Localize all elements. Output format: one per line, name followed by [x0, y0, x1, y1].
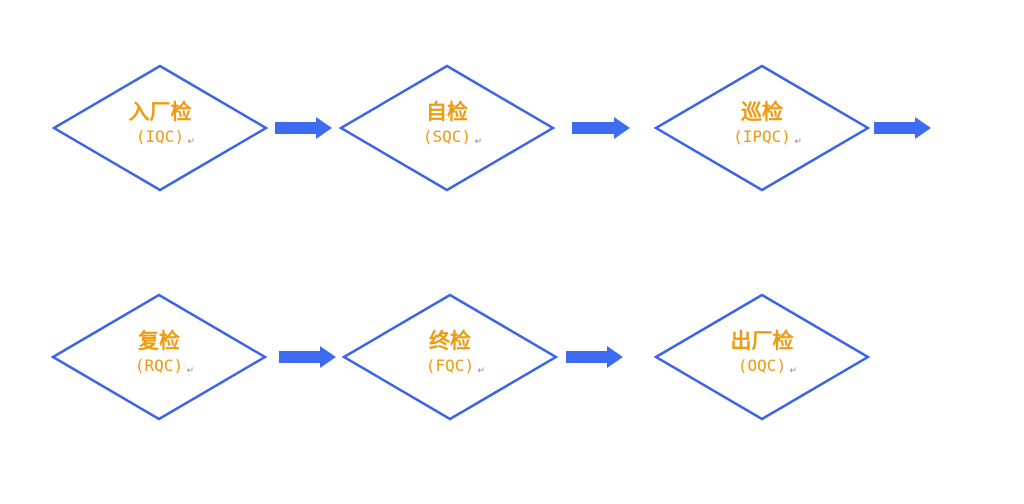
- node-code-ipqc: (IPQC): [733, 127, 791, 146]
- arrow-sqc-to-ipqc: [572, 117, 630, 139]
- diamond-iqc: [51, 64, 269, 192]
- paragraph-mark-rqc: ↵: [187, 366, 195, 376]
- node-title-oqc: 出厂检: [731, 329, 794, 353]
- diamond-ipqc: [653, 64, 871, 192]
- node-title-rqc: 复检: [137, 329, 180, 353]
- node-title-fqc: 终检: [429, 329, 471, 353]
- diamond-sqc: [338, 64, 556, 192]
- arrow-iqc-to-sqc: [275, 117, 332, 139]
- node-code-iqc: (IQC): [136, 127, 184, 146]
- arrow-ipqc-next: [874, 117, 931, 139]
- diamond-layer: [50, 64, 871, 421]
- paragraph-mark-iqc: ↵: [188, 137, 196, 147]
- diamond-rqc: [50, 293, 268, 421]
- arrow-layer: [275, 117, 931, 368]
- diamond-oqc: [653, 293, 871, 421]
- paragraph-mark-ipqc: ↵: [794, 137, 802, 147]
- diamond-fqc: [341, 293, 559, 421]
- node-code-rqc: (RQC): [135, 356, 183, 375]
- node-code-fqc: (FQC): [426, 356, 474, 375]
- node-code-sqc: (SQC): [423, 127, 471, 146]
- label-layer: 入厂检(IQC)↵自检(SQC)↵巡检(IPQC)↵复检(RQC)↵终检(FQC…: [129, 100, 802, 376]
- node-title-iqc: 入厂检: [129, 100, 192, 124]
- arrow-fqc-to-oqc: [566, 346, 623, 368]
- paragraph-mark-sqc: ↵: [475, 137, 483, 147]
- paragraph-mark-oqc: ↵: [790, 366, 798, 376]
- node-title-sqc: 自检: [426, 100, 468, 124]
- paragraph-mark-fqc: ↵: [478, 366, 486, 376]
- arrow-rqc-to-fqc: [279, 346, 336, 368]
- node-code-oqc: (OQC): [738, 356, 786, 375]
- node-title-ipqc: 巡检: [741, 100, 783, 124]
